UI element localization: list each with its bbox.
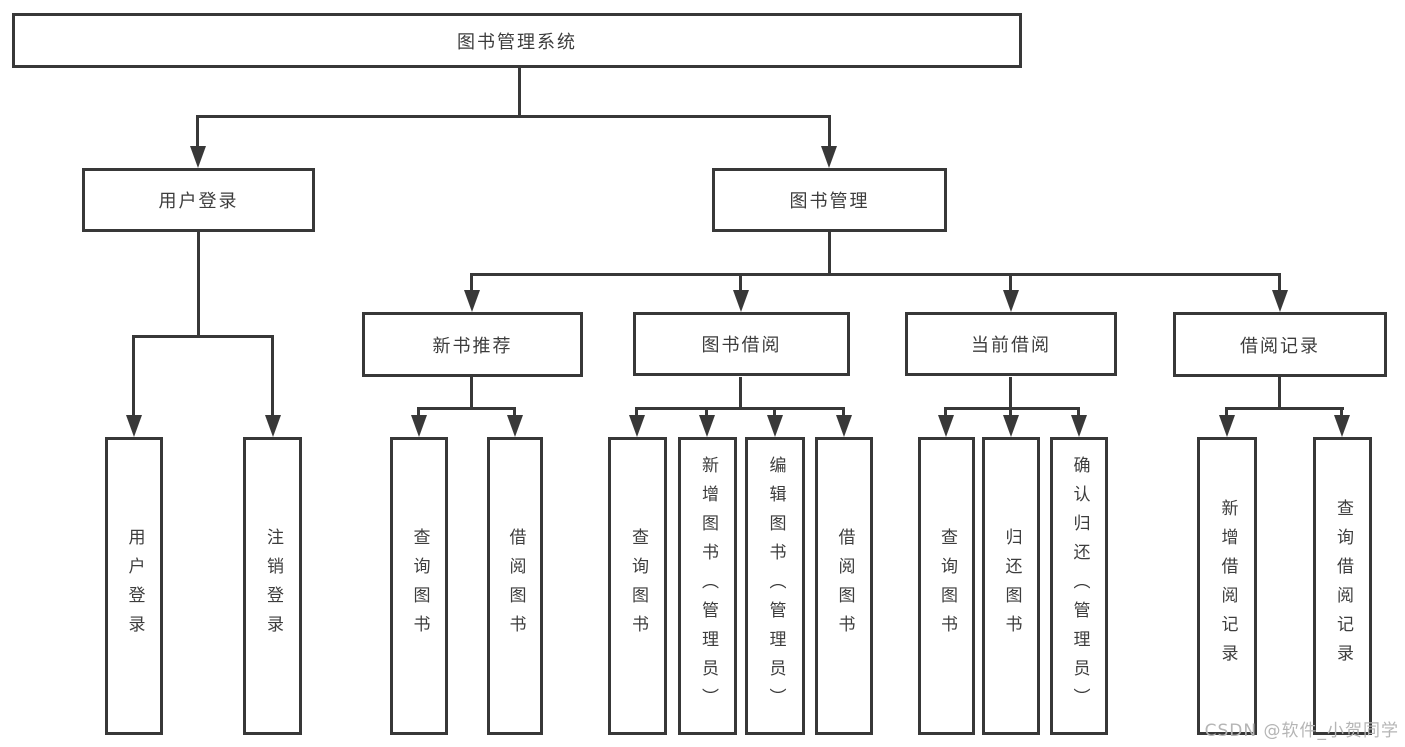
arrow-down-icon bbox=[1003, 415, 1019, 437]
connector-root-stem bbox=[518, 68, 521, 115]
arrow-down-icon bbox=[411, 415, 427, 437]
leaf-records-query: 查询借阅记录 bbox=[1313, 437, 1372, 735]
node-current-borrowing-label: 当前借阅 bbox=[971, 335, 1051, 356]
connector-borrow-records-rail bbox=[1226, 407, 1344, 410]
connector-leaf bbox=[1077, 407, 1080, 419]
leaf-bookborrow-query: 查询图书 bbox=[608, 437, 667, 735]
connector-to-login-leaf bbox=[132, 335, 135, 417]
connector-leaf bbox=[1009, 407, 1012, 419]
arrow-down-icon bbox=[265, 415, 281, 437]
arrow-down-icon bbox=[1272, 290, 1288, 312]
connector-to-book-mgmt bbox=[828, 115, 831, 148]
leaf-logout: 注销登录 bbox=[243, 437, 302, 735]
connector-book-borrow-stem bbox=[739, 377, 742, 407]
arrow-down-icon bbox=[126, 415, 142, 437]
connector-to-current-borrow bbox=[1009, 273, 1012, 293]
connector-leaf bbox=[1225, 407, 1228, 419]
connector-to-new-books bbox=[470, 273, 473, 293]
leaf-label: 注销登录 bbox=[263, 528, 283, 644]
leaf-label: 查询借阅记录 bbox=[1333, 499, 1353, 673]
leaf-bookborrow-edit-admin: 编辑图书（管理员） bbox=[745, 437, 805, 735]
connector-leaf bbox=[1340, 407, 1343, 419]
arrow-down-icon bbox=[1003, 290, 1019, 312]
connector-new-books-rail bbox=[418, 407, 516, 410]
leaf-label: 查询图书 bbox=[409, 528, 430, 644]
node-new-book-recommend-label: 新书推荐 bbox=[432, 335, 513, 357]
arrow-down-icon bbox=[507, 415, 523, 437]
arrow-down-icon bbox=[1219, 415, 1235, 437]
arrow-down-icon bbox=[699, 415, 715, 437]
node-book-management: 图书管理 bbox=[712, 168, 947, 232]
node-root-label: 图书管理系统 bbox=[457, 31, 577, 53]
connector-user-login-stem bbox=[197, 232, 200, 335]
connector-leaf bbox=[944, 407, 947, 419]
leaf-label: 编辑图书（管理员） bbox=[765, 455, 786, 717]
connector-book-mgmt-rail bbox=[471, 273, 1281, 276]
node-book-management-label: 图书管理 bbox=[789, 191, 870, 212]
leaf-label: 查询图书 bbox=[628, 528, 648, 644]
leaf-currentborrow-query: 查询图书 bbox=[918, 437, 975, 735]
leaf-currentborrow-confirm-admin: 确认归还（管理员） bbox=[1050, 437, 1108, 735]
connector-leaf bbox=[842, 407, 845, 419]
leaf-newbooks-borrow: 借阅图书 bbox=[487, 437, 543, 735]
arrow-down-icon bbox=[1071, 415, 1087, 437]
node-borrow-records: 借阅记录 bbox=[1173, 312, 1387, 377]
arrow-down-icon bbox=[190, 146, 206, 168]
node-user-login-label: 用户登录 bbox=[158, 191, 239, 212]
connector-user-login-rail bbox=[133, 335, 274, 338]
csdn-watermark: CSDN @软件_小贺同学 bbox=[1204, 721, 1399, 741]
node-book-borrowing-label: 图书借阅 bbox=[701, 335, 782, 356]
node-book-borrowing: 图书借阅 bbox=[633, 312, 850, 376]
leaf-records-add: 新增借阅记录 bbox=[1197, 437, 1257, 735]
connector-book-mgmt-stem bbox=[828, 232, 831, 273]
arrow-down-icon bbox=[464, 290, 480, 312]
node-new-book-recommend: 新书推荐 bbox=[362, 312, 583, 377]
node-user-login: 用户登录 bbox=[82, 168, 315, 232]
leaf-label: 借阅图书 bbox=[505, 528, 526, 644]
connector-new-books-stem bbox=[470, 377, 473, 407]
node-current-borrowing: 当前借阅 bbox=[905, 312, 1117, 376]
leaf-label: 查询图书 bbox=[937, 528, 957, 644]
connector-leaf bbox=[417, 407, 420, 419]
connector-current-borrow-rail bbox=[945, 407, 1080, 410]
leaf-label: 用户登录 bbox=[124, 528, 145, 644]
node-borrow-records-label: 借阅记录 bbox=[1240, 335, 1320, 357]
leaf-label: 新增图书（管理员） bbox=[698, 455, 718, 717]
leaf-user-login: 用户登录 bbox=[105, 437, 163, 735]
connector-to-user-login bbox=[196, 115, 199, 148]
leaf-currentborrow-return: 归还图书 bbox=[982, 437, 1040, 735]
arrow-down-icon bbox=[629, 415, 645, 437]
arrow-down-icon bbox=[821, 146, 837, 168]
arrow-down-icon bbox=[767, 415, 783, 437]
connector-leaf bbox=[773, 407, 776, 419]
connector-leaf bbox=[635, 407, 638, 419]
leaf-newbooks-query: 查询图书 bbox=[390, 437, 448, 735]
arrow-down-icon bbox=[733, 290, 749, 312]
arrow-down-icon bbox=[938, 415, 954, 437]
connector-to-logout-leaf bbox=[271, 335, 274, 417]
connector-leaf bbox=[705, 407, 708, 419]
leaf-label: 归还图书 bbox=[1001, 528, 1022, 644]
connector-to-book-borrow bbox=[739, 273, 742, 293]
arrow-down-icon bbox=[1334, 415, 1350, 437]
node-root: 图书管理系统 bbox=[12, 13, 1022, 68]
connector-leaf bbox=[513, 407, 516, 419]
leaf-label: 确认归还（管理员） bbox=[1069, 455, 1090, 717]
connector-root-rail bbox=[197, 115, 831, 118]
leaf-label: 借阅图书 bbox=[834, 528, 855, 644]
leaf-bookborrow-add-admin: 新增图书（管理员） bbox=[678, 437, 737, 735]
leaf-bookborrow-borrow: 借阅图书 bbox=[815, 437, 873, 735]
connector-to-borrow-records bbox=[1278, 273, 1281, 293]
connector-borrow-records-stem bbox=[1278, 377, 1281, 407]
arrow-down-icon bbox=[836, 415, 852, 437]
connector-book-borrow-rail bbox=[636, 407, 845, 410]
leaf-label: 新增借阅记录 bbox=[1217, 499, 1238, 673]
connector-current-borrow-stem bbox=[1009, 377, 1012, 407]
